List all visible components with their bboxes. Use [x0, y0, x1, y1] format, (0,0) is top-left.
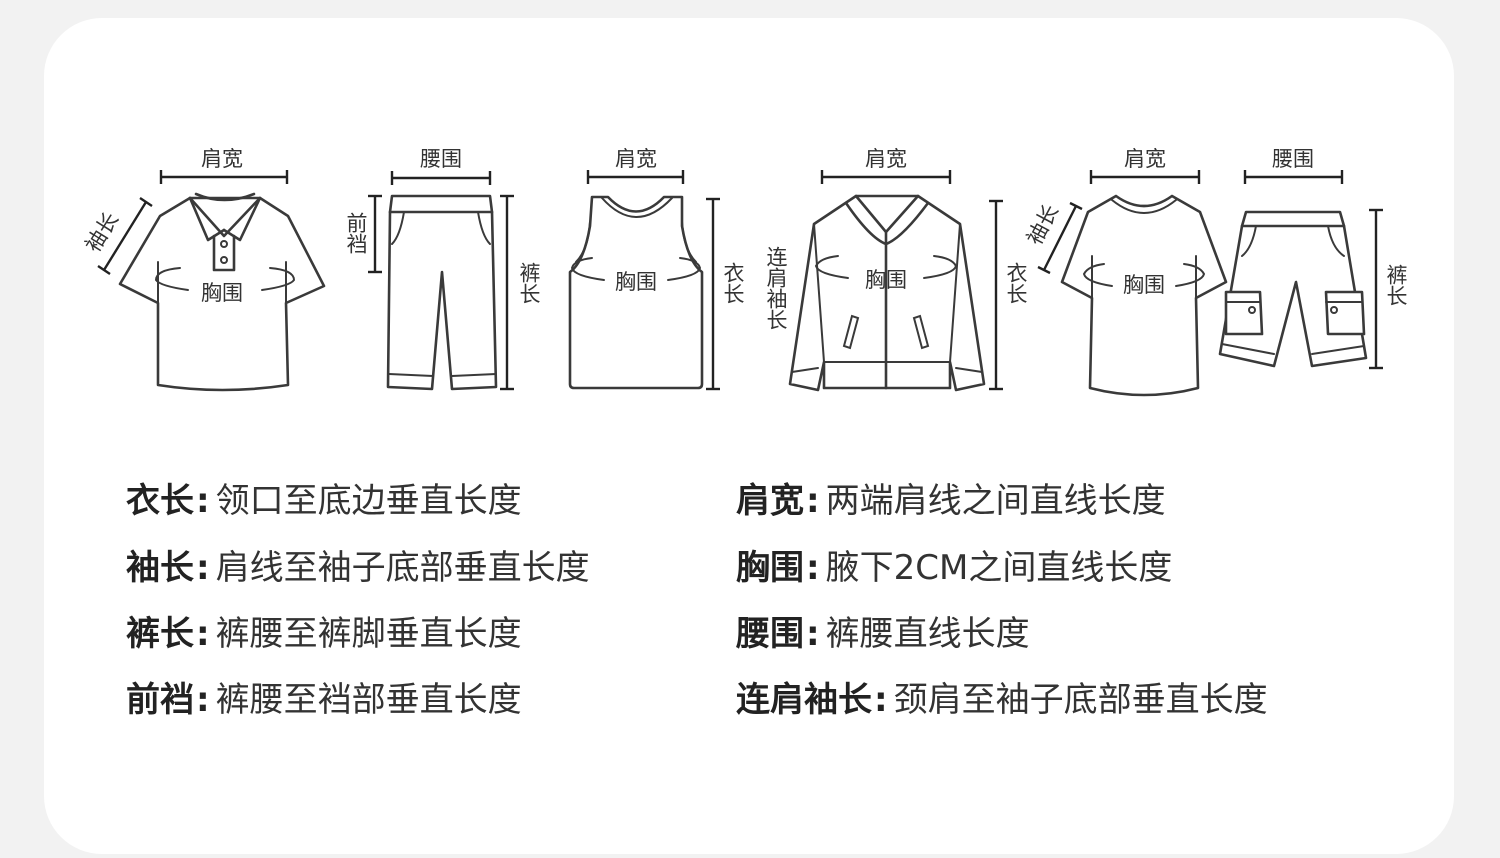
shorts-length-dimension: 裤长 [1369, 208, 1408, 370]
jacket-length-label: 衣长 [1004, 262, 1028, 304]
jacket-shoulder-label: 肩宽 [865, 147, 907, 171]
polo-shoulder-label: 肩宽 [201, 147, 243, 171]
jacket-shoulder-dimension: 肩宽 [820, 147, 952, 184]
tshirt-sleeve-dimension: 袖长 [1022, 201, 1083, 275]
tshirt-figure [1060, 194, 1228, 397]
pants-length-dimension: 裤长 [500, 194, 541, 391]
jacket-figure [788, 194, 986, 392]
definition-desc: 裤腰至裆部垂直长度 [215, 680, 522, 720]
definition-yaowei: 腰围:裤腰直线长度 [736, 614, 1030, 654]
definition-term: 肩宽 [736, 481, 804, 521]
jacket-chest-label: 胸围 [865, 268, 907, 292]
long-pants-figure [386, 194, 498, 391]
shorts-length-label: 裤长 [1384, 264, 1408, 306]
definition-term: 裤长 [126, 614, 194, 654]
pants-length-label: 裤长 [517, 262, 541, 304]
tshirt-shoulder-label: 肩宽 [1124, 147, 1166, 171]
definition-term: 前裆 [126, 680, 194, 720]
definition-yichang: 衣长:领口至底边垂直长度 [126, 481, 522, 521]
definition-lianjianxiuchang: 连肩袖长:颈肩至袖子底部垂直长度 [736, 680, 1268, 720]
polo-shoulder-dimension: 肩宽 [159, 147, 289, 184]
definition-kuchang: 裤长:裤腰至裤脚垂直长度 [126, 614, 522, 654]
tshirt-chest-label: 胸围 [1123, 273, 1165, 297]
pants-rise-label: 前裆 [344, 212, 368, 254]
jacket-raglan-label: 连肩袖长 [764, 246, 788, 330]
shorts-figure [1218, 210, 1368, 368]
tank-chest-label: 胸围 [615, 270, 657, 294]
definition-desc: 肩线至袖子底部垂直长度 [215, 548, 590, 588]
definition-term: 胸围 [736, 548, 804, 588]
definition-desc: 颈肩至袖子底部垂直长度 [893, 680, 1268, 720]
content-card [44, 18, 1454, 854]
polo-sleeve-dimension: 袖长 [81, 197, 153, 275]
polo-shirt-figure [118, 192, 326, 392]
definition-desc: 两端肩线之间直线长度 [825, 481, 1166, 521]
tank-length-dimension: 衣长 [706, 197, 745, 391]
tank-shoulder-label: 肩宽 [615, 147, 657, 171]
tank-shoulder-dimension: 肩宽 [586, 147, 685, 184]
definition-desc: 领口至底边垂直长度 [215, 481, 522, 521]
polo-chest-label: 胸围 [201, 281, 243, 305]
pants-waist-dimension: 腰围 [390, 147, 492, 185]
tshirt-shoulder-dimension: 肩宽 [1089, 147, 1201, 184]
definition-term: 腰围 [736, 614, 804, 654]
tank-top-figure [568, 195, 704, 390]
definition-desc: 裤腰至裤脚垂直长度 [215, 614, 522, 654]
jacket-length-dimension: 衣长 [989, 199, 1028, 391]
shorts-waist-dimension: 腰围 [1243, 147, 1344, 184]
definition-term: 连肩袖长 [736, 680, 872, 720]
definition-xiuchang: 袖长:肩线至袖子底部垂直长度 [126, 548, 590, 588]
definition-jiankuan: 肩宽:两端肩线之间直线长度 [736, 481, 1166, 521]
definition-term: 衣长 [126, 481, 194, 521]
definition-desc: 裤腰直线长度 [825, 614, 1030, 654]
pants-rise-dimension: 前裆 [344, 194, 382, 274]
pants-waist-label: 腰围 [420, 147, 462, 171]
definition-xiongwei: 胸围:腋下2CM之间直线长度 [736, 548, 1173, 588]
definition-desc: 腋下2CM之间直线长度 [825, 548, 1173, 588]
tank-length-label: 衣长 [721, 262, 745, 304]
definition-term: 袖长 [126, 548, 194, 588]
definition-qiandang: 前裆:裤腰至裆部垂直长度 [126, 680, 522, 720]
shorts-waist-label: 腰围 [1272, 147, 1314, 171]
